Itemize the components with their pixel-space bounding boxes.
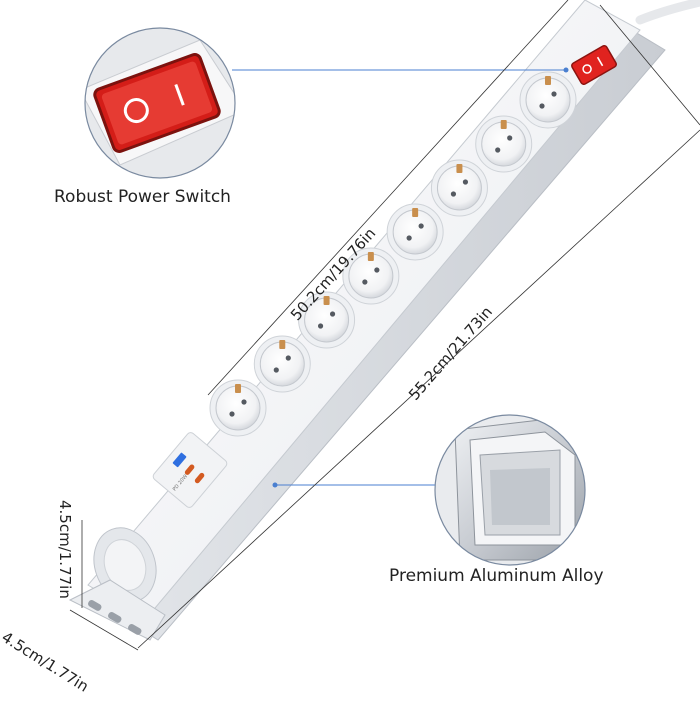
socket-4-pin-hole-1	[362, 279, 368, 285]
socket-5-earth-clip	[412, 208, 419, 217]
socket-4-pin-hole-2	[374, 267, 380, 273]
socket-5[interactable]	[386, 203, 444, 261]
socket-3[interactable]	[298, 291, 356, 349]
socket-5-pin-hole-1	[406, 235, 412, 241]
socket-7-pin-hole-1	[495, 147, 501, 153]
socket-7-earth-clip	[500, 120, 507, 129]
alloy-callout	[434, 414, 586, 566]
socket-8-earth-clip	[545, 76, 551, 85]
socket-6-pin-hole-2	[462, 179, 469, 185]
socket-5-pin-hole-2	[418, 223, 424, 229]
socket-1-earth-clip	[235, 384, 241, 393]
socket-span-dimension-line	[207, 0, 569, 396]
total-length-dimension-line-top	[599, 4, 700, 126]
socket-row	[209, 71, 577, 437]
alloy-leader-dot	[272, 482, 278, 488]
socket-4[interactable]	[342, 247, 400, 305]
bracket-hole-2	[108, 612, 122, 623]
socket-8[interactable]	[519, 71, 577, 129]
socket-8-pin-hole-2	[551, 91, 557, 97]
usb-a-port[interactable]	[172, 452, 187, 468]
usb-c-port-1[interactable]	[184, 463, 196, 475]
socket-3-pin-hole-2	[329, 311, 336, 317]
socket-6-pin-hole-1	[450, 191, 457, 197]
bracket-hole-3	[128, 624, 142, 635]
power-cable	[635, 0, 700, 25]
socket-1-pin-hole-1	[229, 411, 235, 417]
power-switch[interactable]	[571, 44, 618, 86]
height-dimension-label: 4.5cm/1.77in	[56, 500, 74, 599]
socket-7[interactable]	[475, 115, 533, 173]
socket-2-pin-hole-1	[273, 367, 279, 373]
alloy-caption: Premium Aluminum Alloy	[389, 566, 604, 586]
switch-leader-dot	[563, 67, 569, 73]
mounting-bracket	[68, 579, 166, 641]
socket-2-earth-clip	[279, 340, 286, 349]
socket-6-earth-clip	[456, 164, 463, 173]
socket-2-pin-hole-2	[285, 355, 291, 361]
width-dimension-line	[69, 609, 139, 651]
switch-caption: Robust Power Switch	[54, 187, 231, 207]
bracket-hole-1	[88, 600, 102, 611]
switch-callout	[84, 27, 236, 179]
socket-3-earth-clip	[323, 296, 330, 305]
socket-1[interactable]	[209, 379, 267, 437]
socket-2[interactable]	[253, 335, 311, 393]
socket-4-earth-clip	[367, 252, 374, 261]
socket-3-pin-hole-1	[317, 323, 324, 329]
usb-panel: PD 20W	[152, 432, 228, 508]
socket-1-pin-hole-2	[241, 399, 247, 405]
socket-7-pin-hole-2	[507, 135, 513, 141]
total-length-dimension-line	[137, 129, 700, 649]
socket-8-pin-hole-1	[539, 103, 545, 109]
usb-c-port-2[interactable]	[194, 472, 206, 484]
socket-6[interactable]	[430, 159, 488, 217]
end-cap-inner	[103, 539, 147, 591]
